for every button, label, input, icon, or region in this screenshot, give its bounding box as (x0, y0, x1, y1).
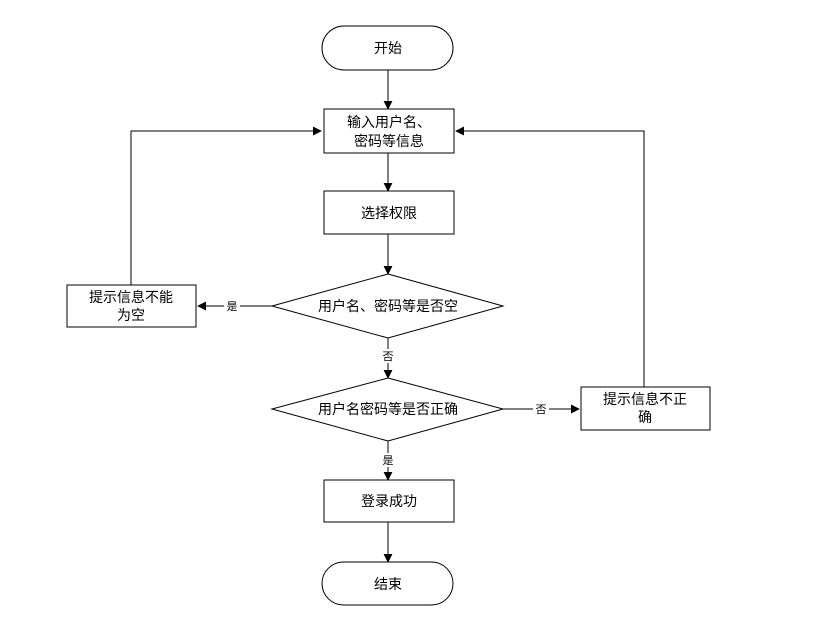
check-empty-label: 用户名、密码等是否空 (318, 298, 458, 315)
incorrect-warning-line2: 确 (638, 410, 652, 426)
start-label: 开始 (374, 41, 402, 57)
input-credentials-node: 输入用户名、 密码等信息 (323, 108, 455, 154)
incorrect-warning-node: 提示信息不正 确 (580, 386, 711, 431)
start-node: 开始 (321, 25, 454, 71)
login-success-label: 登录成功 (361, 494, 417, 510)
input-label-line2: 密码等信息 (354, 133, 424, 150)
edge-label-correct-yes: 是 (383, 454, 394, 467)
select-permission-node: 选择权限 (323, 190, 455, 235)
input-label-line1: 输入用户名、 (347, 114, 431, 131)
incorrect-warning-line1: 提示信息不正 (603, 391, 687, 408)
check-empty-decision: 用户名、密码等是否空 (270, 273, 505, 339)
end-node: 结束 (321, 561, 454, 606)
edge-label-empty-yes: 是 (227, 300, 238, 313)
select-permission-label: 选择权限 (361, 206, 417, 222)
login-success-node: 登录成功 (323, 479, 455, 523)
edge-label-empty-no: 否 (383, 350, 394, 363)
check-correct-decision: 用户名密码等是否正确 (270, 377, 505, 442)
empty-warning-node: 提示信息不能 为空 (66, 284, 197, 328)
edge-label-correct-no: 否 (536, 403, 547, 416)
check-correct-label: 用户名密码等是否正确 (318, 401, 458, 418)
edge-incorrect-warning-back (455, 126, 645, 387)
empty-warning-line2: 为空 (117, 308, 145, 324)
edge-empty-warning-back (130, 126, 322, 285)
empty-warning-line1: 提示信息不能 (89, 289, 173, 306)
end-label: 结束 (374, 577, 402, 593)
